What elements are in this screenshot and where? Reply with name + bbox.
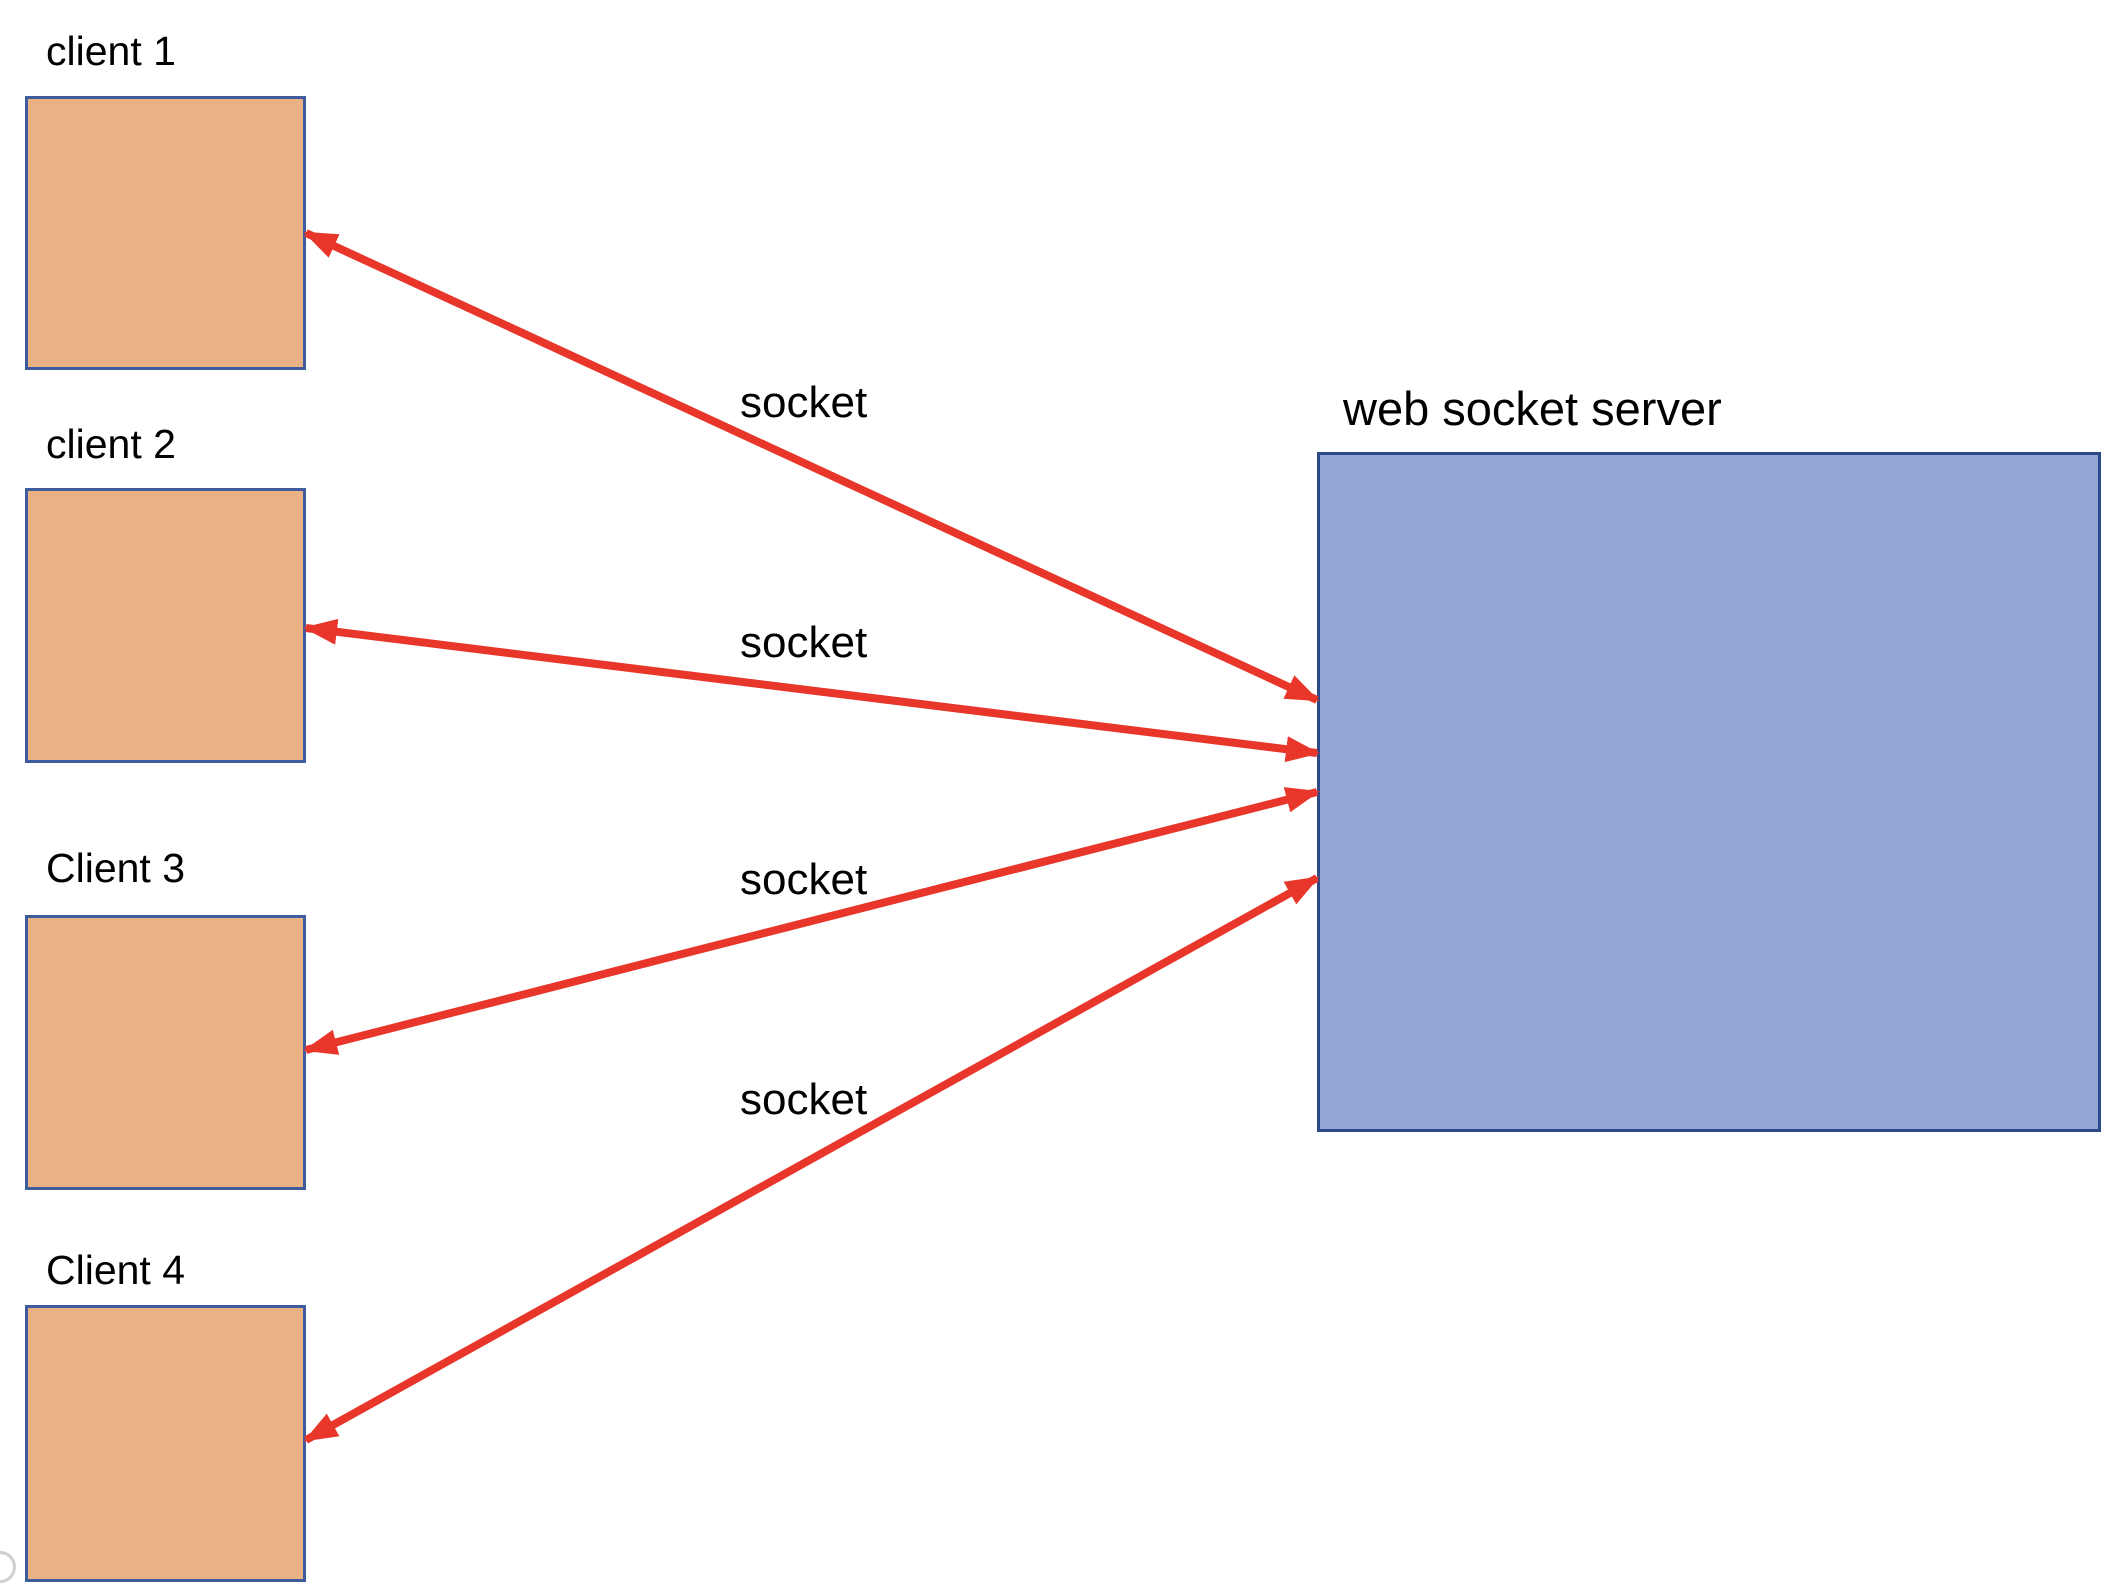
server-box [1317, 452, 2101, 1132]
socket-arrow-client-4 [303, 874, 1320, 1444]
client-4-box [25, 1305, 306, 1582]
socket-label-1: socket [740, 378, 868, 427]
socket-label-3: socket [740, 855, 868, 904]
client-1-box [25, 96, 306, 370]
server-label: web socket server [1343, 382, 1722, 435]
client-4-label: Client 4 [46, 1247, 186, 1293]
client-3-label: Client 3 [46, 845, 186, 891]
client-2-box [25, 488, 306, 763]
edge-circle-artifact [0, 1551, 16, 1583]
socket-arrow-client-3 [303, 787, 1320, 1055]
socket-label-2: socket [740, 618, 868, 667]
socket-label-4: socket [740, 1075, 868, 1124]
client-2-label: client 2 [46, 421, 176, 467]
client-3-box [25, 915, 306, 1190]
client-1-label: client 1 [46, 28, 176, 74]
